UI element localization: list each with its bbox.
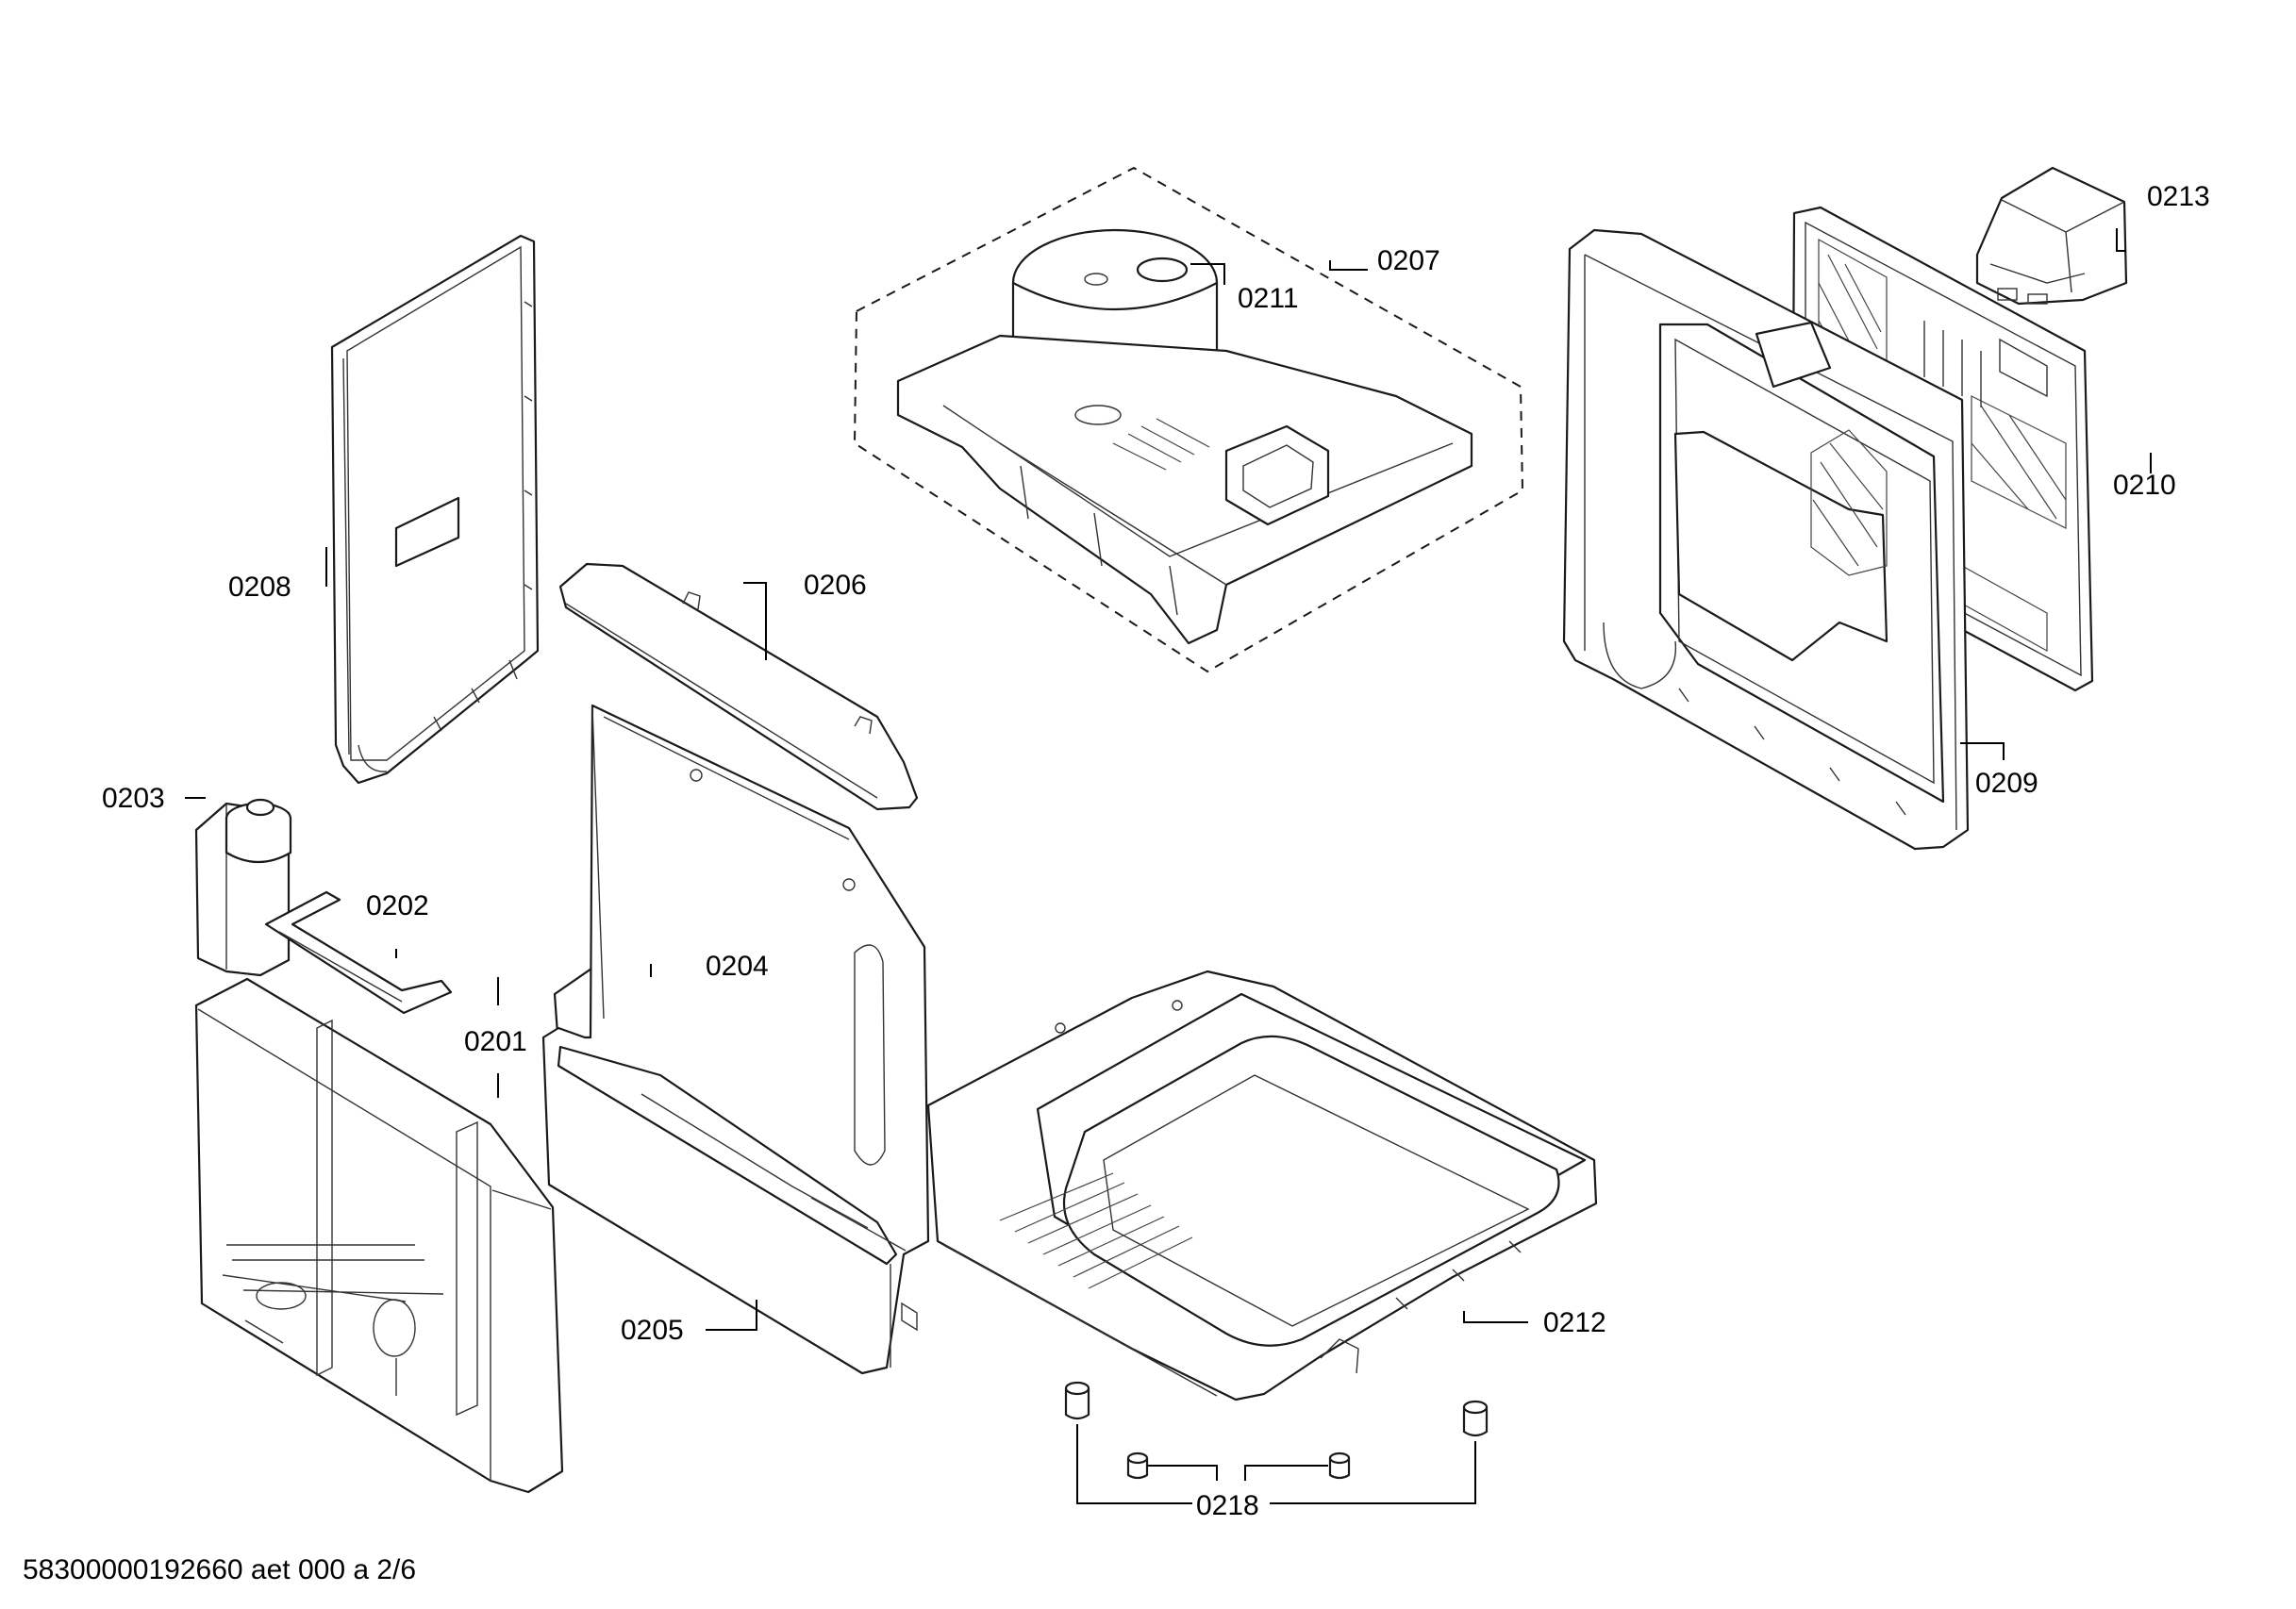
part-0218-foot-2[interactable]: [1126, 1451, 1149, 1480]
part-0211-brew-module[interactable]: [896, 228, 1473, 645]
callout-0205: 0205: [621, 1315, 684, 1346]
part-0209-housing-shell[interactable]: [1562, 228, 1970, 851]
callout-0208: 0208: [228, 572, 291, 603]
document-reference: 58300000192660 aet 000 a 2/6: [23, 1554, 417, 1585]
callout-0209: 0209: [1975, 768, 2038, 799]
part-0213-bracket[interactable]: [1975, 166, 2128, 306]
callout-0218: 0218: [1196, 1490, 1259, 1521]
callout-0210: 0210: [2113, 470, 2176, 501]
leader-lines: [185, 228, 2152, 1504]
callout-0201: 0201: [464, 1026, 527, 1057]
callout-0212: 0212: [1543, 1307, 1606, 1338]
part-0206-trim-strip[interactable]: [558, 562, 919, 811]
part-0202-float-lever[interactable]: [264, 890, 453, 1015]
callout-0207: 0207: [1377, 245, 1440, 276]
part-0205-drip-tray-body[interactable]: [541, 704, 930, 1375]
part-0218-foot-1[interactable]: [1064, 1381, 1090, 1420]
callout-0204: 0204: [706, 951, 769, 982]
part-0218-foot-3[interactable]: [1328, 1451, 1351, 1480]
part-0203-tank-cap[interactable]: [194, 798, 292, 977]
part-0207-module-boundary: [853, 166, 1524, 673]
part-0208-side-panel[interactable]: [330, 234, 540, 785]
callout-0202: 0202: [366, 890, 429, 921]
callout-0203: 0203: [102, 783, 165, 814]
part-0218-foot-4[interactable]: [1462, 1400, 1489, 1437]
part-0212-base-tray[interactable]: [926, 970, 1598, 1402]
callout-0211: 0211: [1238, 283, 1299, 314]
callout-0206: 0206: [804, 570, 867, 601]
part-0201-water-tank[interactable]: [194, 977, 564, 1494]
callout-0213: 0213: [2147, 181, 2210, 212]
callout-labels: 0208 0206 0207 0211 0213 0210 0209 0203 …: [102, 181, 2210, 1521]
